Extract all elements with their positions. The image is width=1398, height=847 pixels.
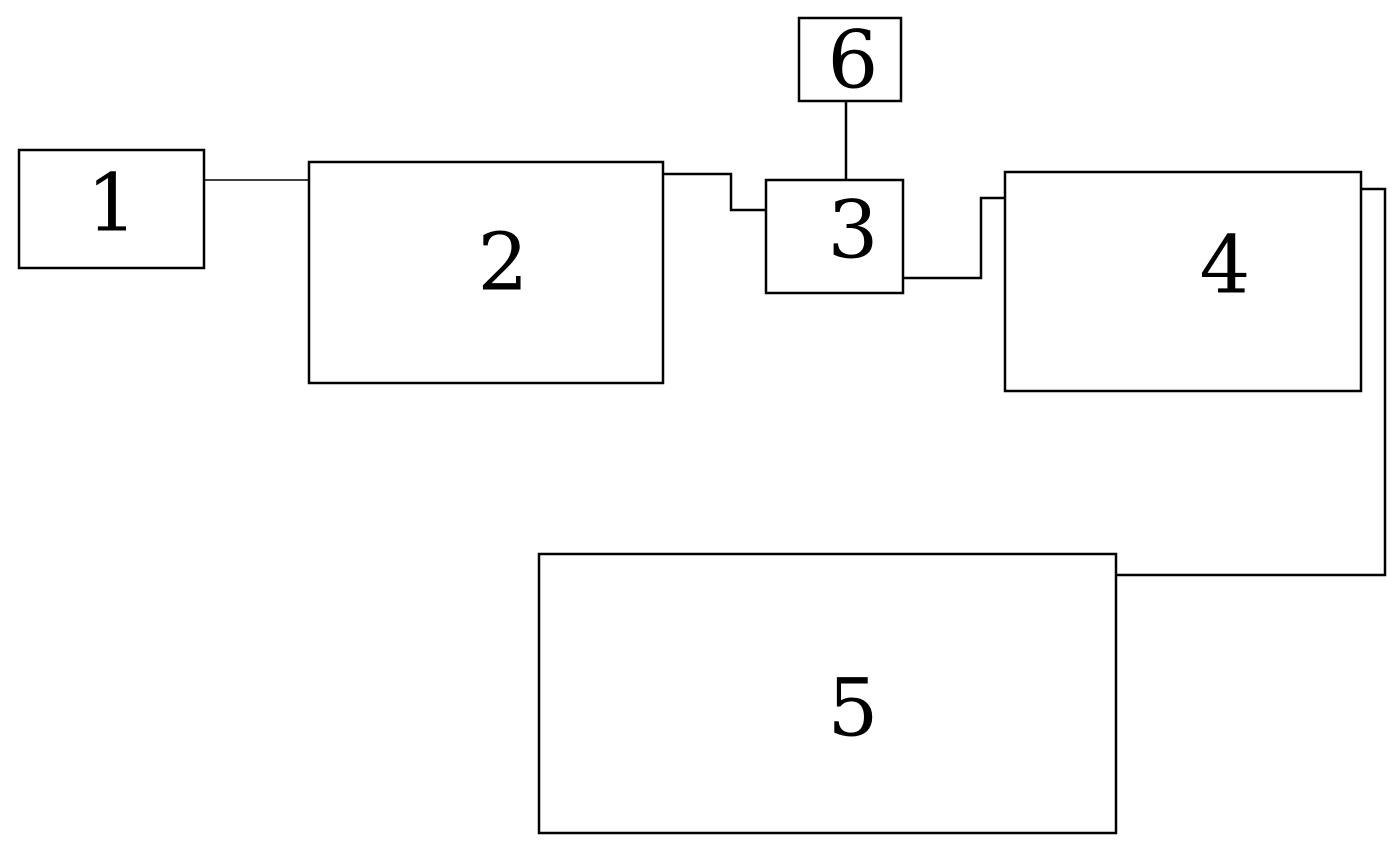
block-2-frame xyxy=(307,160,665,385)
block-1: 1 xyxy=(17,148,206,270)
block-3-frame xyxy=(764,178,905,295)
block-2: 2 xyxy=(307,160,665,385)
connector-2-to-3 xyxy=(663,172,773,212)
connector-3-to-4 xyxy=(903,196,1005,280)
block-1-frame xyxy=(17,148,206,270)
block-4-frame xyxy=(1003,170,1363,393)
connections xyxy=(204,101,1387,577)
block-6-label: 6 xyxy=(828,14,879,107)
block-2-label: 2 xyxy=(478,216,529,309)
connector-4-to-5 xyxy=(1116,187,1387,577)
block-5-frame xyxy=(537,552,1118,835)
block-6: 6 xyxy=(797,14,903,107)
block-5-label: 5 xyxy=(828,662,879,755)
block-6-frame xyxy=(797,16,903,103)
block-4-label: 4 xyxy=(1200,219,1251,312)
block-3: 3 xyxy=(764,178,905,295)
block-1-label: 1 xyxy=(87,157,138,250)
block-3-label: 3 xyxy=(828,184,879,277)
block-5: 5 xyxy=(537,552,1118,835)
block-4: 4 xyxy=(1003,170,1363,393)
